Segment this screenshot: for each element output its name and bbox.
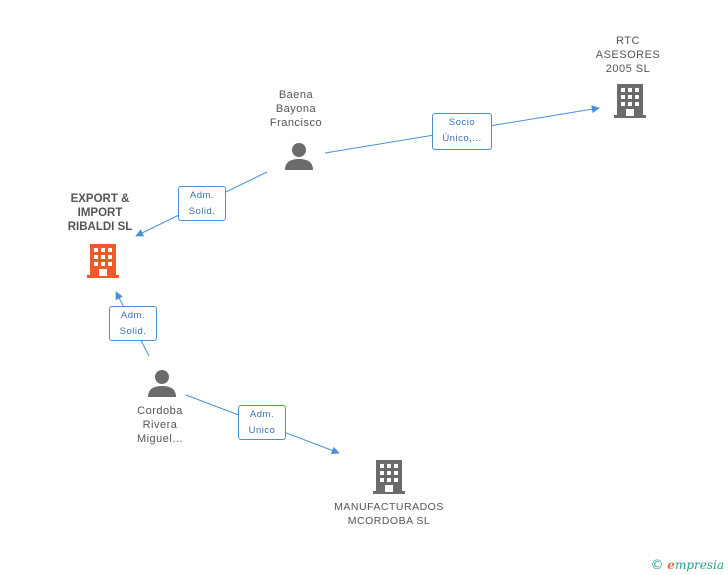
- node-label-cordoba: Cordoba Rivera Miguel...: [136, 405, 184, 445]
- person-icon[interactable]: [284, 141, 314, 171]
- edge-label-adm3[interactable]: Adm. Unico: [238, 405, 286, 440]
- building-icon[interactable]: [87, 244, 119, 278]
- brand-rest: mpresia: [674, 558, 724, 572]
- edge-label-adm2[interactable]: Adm. Solid.: [109, 306, 157, 341]
- node-label-baena: Baena Bayona Francisco: [269, 89, 323, 129]
- edge-label-adm1[interactable]: Adm. Solid.: [178, 186, 226, 221]
- brand-logo: © empresia: [650, 558, 724, 573]
- edge-label-socio[interactable]: Socio Único,...: [432, 113, 492, 150]
- node-label-rtc: RTC ASESORES 2005 SL: [595, 35, 661, 75]
- person-icon[interactable]: [147, 368, 177, 398]
- brand-initial: e: [667, 558, 675, 572]
- node-label-export: EXPORT & IMPORT RIBALDI SL: [67, 193, 133, 233]
- building-icon[interactable]: [373, 460, 405, 494]
- building-icon[interactable]: [614, 84, 646, 118]
- node-label-manufacturados: MANUFACTURADOS MCORDOBA SL: [334, 501, 444, 527]
- copyright-symbol: ©: [650, 558, 664, 573]
